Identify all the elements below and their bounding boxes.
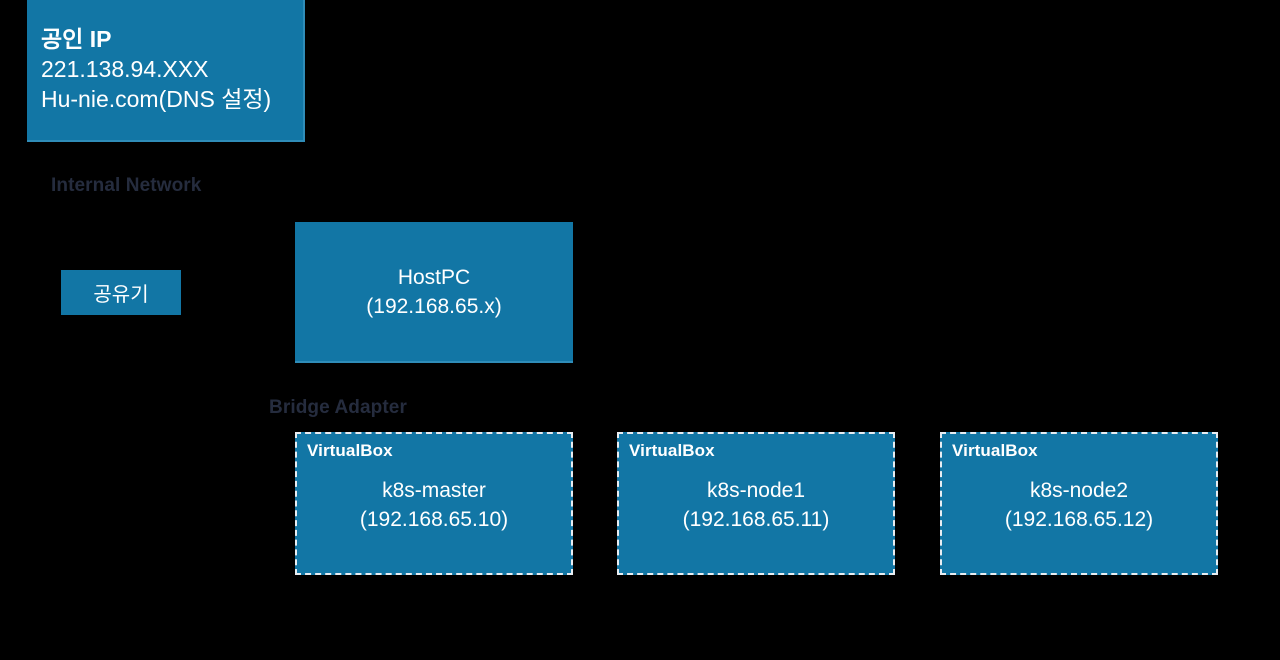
vm-box-k8s-master: VirtualBox k8s-master (192.168.65.10)	[295, 432, 573, 575]
public-ip-dns: Hu-nie.com(DNS 설정)	[41, 86, 272, 112]
host-pc-box: HostPC (192.168.65.x)	[295, 222, 573, 363]
vm-ip: (192.168.65.11)	[682, 508, 830, 531]
vm-body: k8s-node1 (192.168.65.11)	[619, 476, 893, 534]
vm-ip: (192.168.65.12)	[1004, 508, 1154, 531]
host-pc-name: HostPC	[397, 265, 471, 289]
zone-label-bridge-adapter: Bridge Adapter	[269, 397, 407, 418]
vm-box-k8s-node1: VirtualBox k8s-node1 (192.168.65.11)	[617, 432, 895, 575]
vm-name: k8s-node1	[706, 479, 806, 502]
vm-title: VirtualBox	[307, 441, 393, 460]
vm-name: k8s-master	[382, 479, 486, 502]
public-ip-address: 221.138.94.XXX	[41, 56, 209, 82]
router-label: 공유기	[93, 284, 149, 306]
vm-name: k8s-node2	[1029, 479, 1129, 502]
vm-title: VirtualBox	[952, 441, 1038, 460]
zone-label-internal-network: Internal Network	[51, 175, 202, 196]
router-box: 공유기	[61, 270, 181, 315]
public-ip-box: 공인 IP 221.138.94.XXX Hu-nie.com(DNS 설정)	[27, 0, 305, 142]
vm-title: VirtualBox	[629, 441, 715, 460]
public-ip-heading: 공인 IP	[41, 26, 112, 52]
host-pc-ip: (192.168.65.x)	[366, 294, 502, 318]
vm-body: k8s-master (192.168.65.10)	[297, 476, 571, 534]
vm-box-k8s-node2: VirtualBox k8s-node2 (192.168.65.12)	[940, 432, 1218, 575]
vm-ip: (192.168.65.10)	[359, 508, 509, 531]
vm-body: k8s-node2 (192.168.65.12)	[942, 476, 1216, 534]
